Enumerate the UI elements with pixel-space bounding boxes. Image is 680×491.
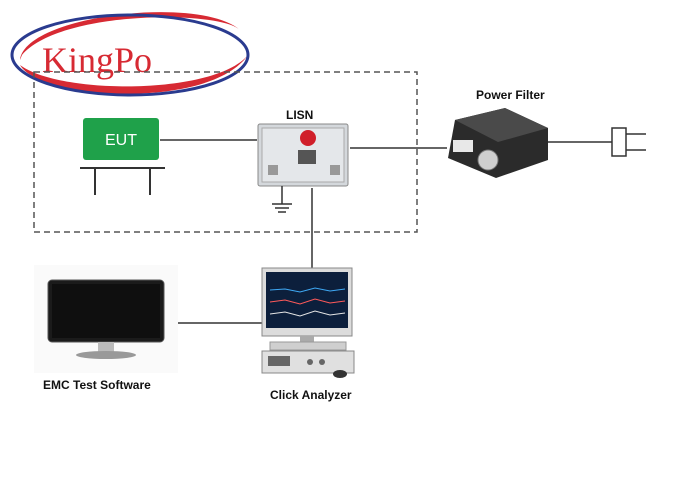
logo-swoosh-top [20,12,240,60]
analyzer-knob-2 [319,359,325,365]
analyzer-display-panel [268,356,290,366]
filter-badge [453,140,473,152]
kingpo-logo: KingPo [10,12,250,97]
lisn-red-knob [300,130,316,146]
logo-text: KingPo [42,40,152,80]
lisn-port-right [330,165,340,175]
analyzer-monitor-neck [300,336,314,342]
filter-knob [477,149,499,171]
lisn-port-left [268,165,278,175]
lisn-connector [298,150,316,164]
lisn-device [257,123,349,213]
analyzer-mouse [333,370,347,378]
click-analyzer-label: Click Analyzer [270,388,352,402]
monitor-stand [76,351,136,359]
plug-body [611,127,627,157]
analyzer-trace-2 [269,298,346,305]
emc-monitor [34,265,178,373]
eut: EUT [80,118,165,195]
eut-label: EUT [105,132,137,149]
analyzer-trace-3 [269,310,346,317]
eut-box [83,118,159,160]
monitor-display [52,284,160,338]
dashed-enclosure [33,71,418,233]
emc-software-label: EMC Test Software [43,378,151,392]
logo-ring [10,13,250,97]
power-filter-device [448,108,548,178]
power-filter-label: Power Filter [476,88,545,102]
filter-top [455,108,548,142]
click-analyzer-device [261,267,355,378]
analyzer-keyboard [269,341,347,351]
monitor-neck [98,342,114,352]
lisn-label: LISN [286,108,314,122]
power-plug-icon [611,127,646,157]
analyzer-trace-1 [269,287,346,293]
analyzer-knob-1 [307,359,313,365]
logo-swoosh-bottom [20,55,248,94]
analyzer-screen [266,272,348,328]
